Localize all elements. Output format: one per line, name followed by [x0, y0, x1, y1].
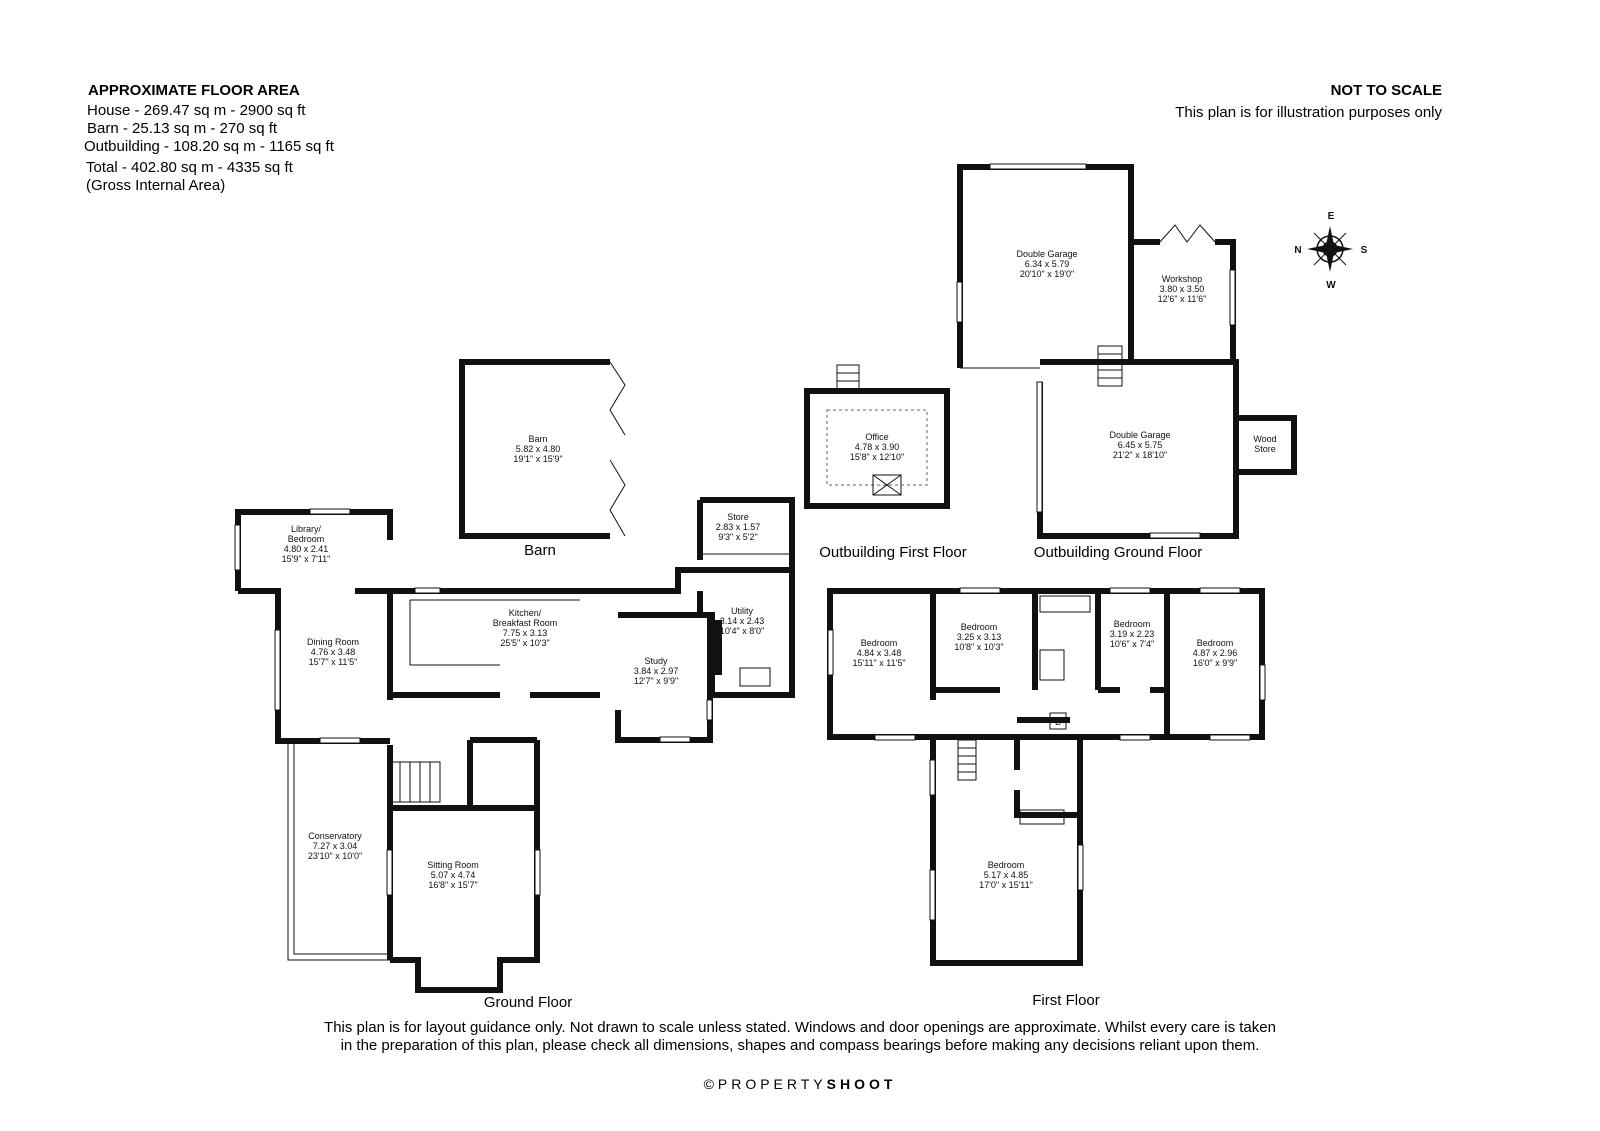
kitchen-name: Kitchen/ — [509, 608, 542, 618]
floor-label-outbuilding-ground: Outbuilding Ground Floor — [1034, 544, 1202, 561]
outbuilding-ground-floor — [956, 163, 1297, 539]
kitchen-imperial: 25'5" x 10'3" — [500, 638, 549, 648]
bed1-metric: 4.84 x 3.48 — [857, 648, 902, 658]
barn-room-metric: 5.82 x 4.80 — [516, 444, 561, 454]
brand-bold: SHOOT — [826, 1076, 897, 1092]
compass-s: S — [1361, 245, 1368, 256]
library-metric: 4.80 x 2.41 — [284, 544, 329, 554]
bed3-imperial: 10'6" x 7'4" — [1110, 639, 1154, 649]
boiler-label: B — [1055, 717, 1061, 727]
bed3-name: Bedroom — [1114, 619, 1151, 629]
illustration-note: This plan is for illustration purposes o… — [1175, 104, 1442, 121]
dining-metric: 4.76 x 3.48 — [311, 647, 356, 657]
barn-area: Barn - 25.13 sq m - 270 sq ft — [87, 120, 278, 137]
office-name: Office — [865, 432, 888, 442]
floor-label-barn: Barn — [524, 542, 556, 559]
utility-metric: 3.14 x 2.43 — [720, 616, 765, 626]
library-name-2: Bedroom — [288, 534, 325, 544]
store-imperial: 9'3" x 5'2" — [718, 532, 757, 542]
compass-icon: E W N S — [1294, 211, 1367, 291]
disclaimer-line-2: in the preparation of this plan, please … — [340, 1037, 1260, 1054]
sitting-metric: 5.07 x 4.74 — [431, 870, 476, 880]
double-garage-2-metric: 6.45 x 5.75 — [1118, 440, 1163, 450]
double-garage-1-imperial: 20'10" x 19'0" — [1020, 269, 1074, 279]
bed5-name: Bedroom — [988, 860, 1025, 870]
sitting-name: Sitting Room — [427, 860, 479, 870]
outbuilding-first-floor — [804, 364, 950, 509]
area-title: APPROXIMATE FLOOR AREA — [88, 82, 300, 99]
floor-label-ground: Ground Floor — [484, 994, 572, 1011]
not-to-scale: NOT TO SCALE — [1330, 82, 1442, 99]
bed5-metric: 5.17 x 4.85 — [984, 870, 1029, 880]
study-imperial: 12'7" x 9'9" — [634, 676, 678, 686]
floor-label-outbuilding-first: Outbuilding First Floor — [819, 544, 967, 561]
bed2-imperial: 10'8" x 10'3" — [954, 642, 1003, 652]
dining-imperial: 15'7" x 11'5" — [309, 657, 358, 667]
wood-store-name: Wood — [1253, 434, 1276, 444]
brand-logo: ©PROPERTYSHOOT — [0, 1076, 1600, 1092]
workshop-metric: 3.80 x 3.50 — [1160, 284, 1205, 294]
gross-internal-area: (Gross Internal Area) — [86, 177, 226, 194]
house-area: House - 269.47 sq m - 2900 sq ft — [87, 102, 306, 119]
utility-imperial: 10'4" x 8'0" — [720, 626, 764, 636]
dining-name: Dining Room — [307, 637, 359, 647]
office-metric: 4.78 x 3.90 — [855, 442, 900, 452]
study-name: Study — [644, 656, 668, 666]
conservatory-metric: 7.27 x 3.04 — [313, 841, 358, 851]
bed2-metric: 3.25 x 3.13 — [957, 632, 1002, 642]
bed4-metric: 4.87 x 2.96 — [1193, 648, 1238, 658]
bed4-name: Bedroom — [1197, 638, 1234, 648]
workshop-name: Workshop — [1162, 274, 1202, 284]
study-metric: 3.84 x 2.97 — [634, 666, 679, 676]
bed1-imperial: 15'11" x 11'5" — [852, 658, 905, 668]
disclaimer-line-1: This plan is for layout guidance only. N… — [324, 1019, 1276, 1036]
compass-n: N — [1294, 245, 1301, 256]
floor-label-first: First Floor — [1032, 992, 1100, 1009]
barn-room-name: Barn — [528, 434, 547, 444]
conservatory-name: Conservatory — [308, 831, 362, 841]
conservatory-imperial: 23'10" x 10'0" — [308, 851, 362, 861]
compass-w: W — [1326, 280, 1336, 291]
brand-prefix: ©PROPERTY — [703, 1076, 827, 1092]
sitting-imperial: 16'8" x 15'7" — [428, 880, 477, 890]
office-imperial: 15'8" x 12'10" — [850, 452, 904, 462]
compass-e: E — [1328, 211, 1335, 222]
kitchen-name-2: Breakfast Room — [493, 618, 558, 628]
library-name: Library/ — [291, 524, 322, 534]
store-metric: 2.83 x 1.57 — [716, 522, 761, 532]
library-imperial: 15'9" x 7'11" — [282, 554, 331, 564]
total-area: Total - 402.80 sq m - 4335 sq ft — [86, 159, 293, 176]
outbuilding-area: Outbuilding - 108.20 sq m - 1165 sq ft — [84, 138, 334, 155]
wood-store-name-2: Store — [1254, 444, 1276, 454]
bed2-name: Bedroom — [961, 622, 998, 632]
workshop-imperial: 12'6" x 11'6" — [1158, 294, 1207, 304]
bed3-metric: 3.19 x 2.23 — [1110, 629, 1155, 639]
double-garage-2-imperial: 21'2" x 18'10" — [1113, 450, 1167, 460]
kitchen-metric: 7.75 x 3.13 — [503, 628, 548, 638]
ground-floor-plan — [234, 497, 795, 993]
double-garage-1-name: Double Garage — [1016, 249, 1077, 259]
bed5-imperial: 17'0" x 15'11" — [979, 880, 1033, 890]
utility-name: Utility — [731, 606, 753, 616]
barn-plan — [459, 359, 626, 539]
bed1-name: Bedroom — [861, 638, 898, 648]
first-floor-plan — [827, 587, 1266, 966]
barn-room-imperial: 19'1" x 15'9" — [513, 454, 562, 464]
double-garage-2-name: Double Garage — [1109, 430, 1170, 440]
store-name: Store — [727, 512, 749, 522]
bed4-imperial: 16'0" x 9'9" — [1193, 658, 1237, 668]
double-garage-1-metric: 6.34 x 5.79 — [1025, 259, 1070, 269]
